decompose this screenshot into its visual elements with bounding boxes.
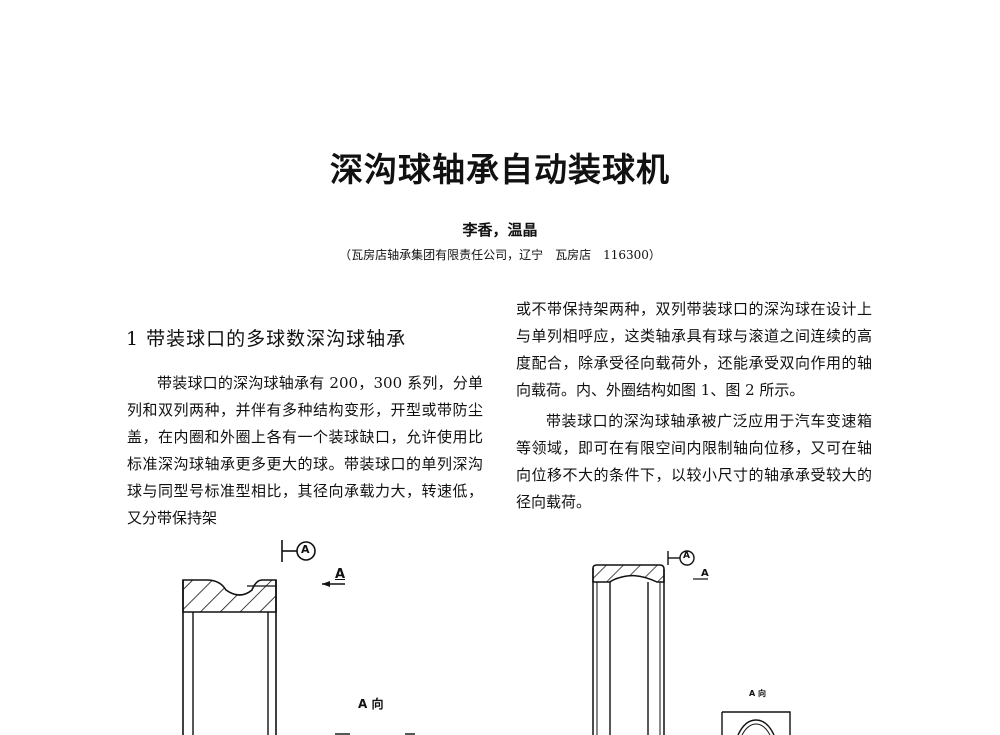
figure-1-view-label: A 向 <box>358 697 384 711</box>
body-paragraph: 或不带保持架两种，双列带装球口的深沟球在设计上与单列相呼应，这类轴承具有球与滚道… <box>516 300 872 399</box>
figure-2-datum-label: A <box>683 551 690 561</box>
figure-2-section-label: A <box>701 568 709 579</box>
figure-1-section-label: A <box>335 567 346 582</box>
body-paragraph: 带装球口的深沟球轴承有 200，300 系列，分单列和双列两种，并伴有多种结构变… <box>127 374 483 527</box>
paper-authors: 李香，温晶 <box>462 221 538 239</box>
paper-title: 深沟球轴承自动装球机 <box>330 150 670 189</box>
body-paragraph: 带装球口的深沟球轴承被广泛应用于汽车变速箱等领域，即可在有限空间内限制轴向位移，… <box>516 412 872 511</box>
right-column: 或不带保持架两种，双列带装球口的深沟球在设计上与单列相呼应，这类轴承具有球与滚道… <box>516 296 872 516</box>
paper-affiliation: （瓦房店轴承集团有限责任公司，辽宁 瓦房店 116300） <box>339 248 661 262</box>
figure-2-view-label: A 向 <box>749 689 766 698</box>
figure-1-datum-label: A <box>301 543 310 556</box>
section-heading: 1 带装球口的多球数深沟球轴承 <box>126 328 407 350</box>
left-column: 带装球口的深沟球轴承有 200，300 系列，分单列和双列两种，并伴有多种结构变… <box>127 370 483 532</box>
